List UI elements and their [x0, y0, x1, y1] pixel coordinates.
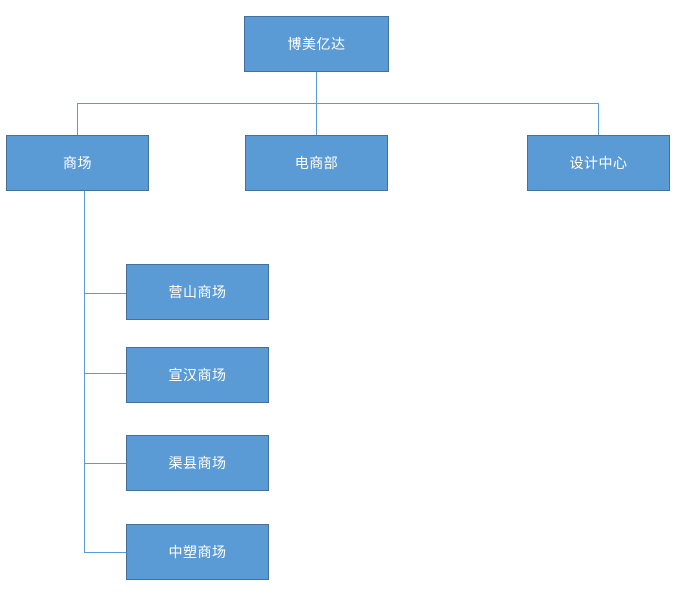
org-node-mall[interactable]: 商场 — [6, 135, 149, 191]
connector-branch-xuanhan — [84, 373, 126, 374]
org-node-yingshan[interactable]: 营山商场 — [126, 264, 269, 320]
connector-level2-bus — [77, 103, 599, 104]
org-node-label: 中塑商场 — [168, 543, 227, 560]
connector-root-drop — [316, 72, 317, 103]
org-node-design[interactable]: 设计中心 — [527, 135, 670, 191]
org-node-quxian[interactable]: 渠县商场 — [126, 435, 269, 491]
connector-branch-yingshan — [84, 293, 126, 294]
connector-drop-ecommerce — [316, 103, 317, 135]
org-node-zhongsu[interactable]: 中塑商场 — [126, 524, 269, 580]
org-node-label: 营山商场 — [168, 283, 227, 300]
org-node-label: 渠县商场 — [168, 454, 227, 471]
connector-branch-quxian — [84, 463, 126, 464]
org-node-label: 电商部 — [294, 154, 339, 171]
connector-drop-design — [598, 103, 599, 135]
connector-branch-zhongsu — [84, 552, 126, 553]
org-node-ecommerce[interactable]: 电商部 — [245, 135, 388, 191]
connector-drop-mall — [77, 103, 78, 135]
org-node-label: 设计中心 — [569, 154, 628, 171]
org-node-label: 商场 — [63, 154, 92, 171]
org-node-xuanhan[interactable]: 宣汉商场 — [126, 347, 269, 403]
org-node-label: 博美亿达 — [287, 35, 346, 52]
org-node-root[interactable]: 博美亿达 — [244, 16, 389, 72]
org-node-label: 宣汉商场 — [168, 366, 227, 383]
connector-mall-spine — [84, 191, 85, 553]
